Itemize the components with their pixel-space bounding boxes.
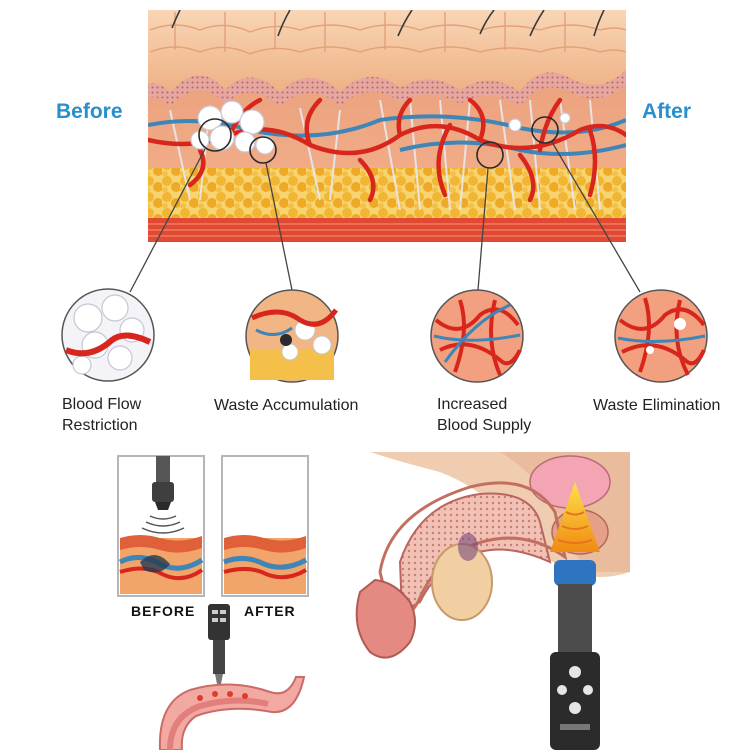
before-label: Before (56, 100, 123, 123)
detail-circle-increased-blood-supply (430, 289, 524, 383)
anatomy-with-device-illustration (355, 452, 630, 750)
anatomy-small (158, 676, 306, 750)
after-label: After (642, 100, 692, 123)
skin-callout-rings (198, 116, 559, 169)
treatment-panels-illustration (117, 455, 309, 750)
detail-circle-waste-elimination (614, 289, 708, 383)
callout-leader-lines (129, 141, 641, 293)
handheld-device-small (208, 604, 230, 684)
detail-circle-waste-accumulation (245, 289, 339, 383)
before-caption: BEFORE (131, 603, 196, 619)
shockwave-cone (550, 482, 600, 552)
callout-waste-elimination: Waste Elimination (593, 397, 721, 414)
skin-layers (148, 10, 626, 242)
handheld-device-large (550, 560, 600, 750)
skin-cross-section-diagram (61, 10, 708, 383)
detail-circle-blood-flow-restriction (61, 288, 155, 382)
after-panel (221, 455, 309, 597)
callout-waste-accumulation: Waste Accumulation (214, 397, 359, 414)
before-panel (117, 455, 205, 597)
after-caption: AFTER (244, 603, 296, 619)
glans (355, 578, 416, 659)
